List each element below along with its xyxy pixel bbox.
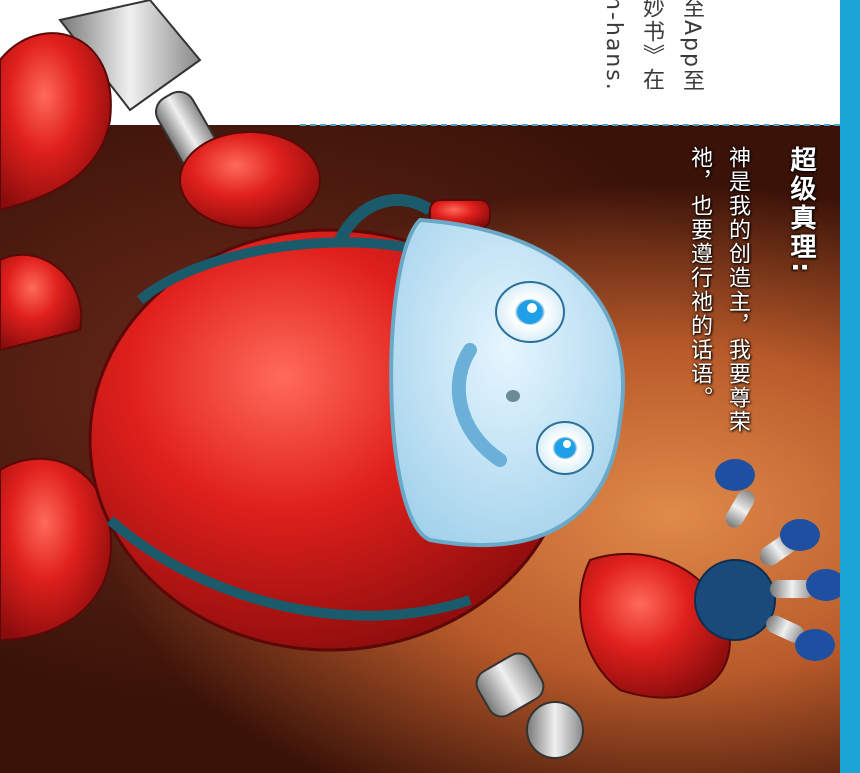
- robot-eye-right: [536, 421, 594, 475]
- verse-line-2: 祂，也要遵行祂的话语。: [687, 146, 712, 410]
- robot-upper-arm: [0, 0, 321, 229]
- dashed-divider: [300, 124, 840, 126]
- side-text-line-2: 妙书》在: [639, 0, 664, 92]
- robot-fingers: [715, 459, 846, 661]
- verse-block: 超级真理: 神是我的创造主，我要尊荣 祂，也要遵行祂的话语。: [677, 146, 820, 434]
- verse-line-1: 神是我的创造主，我要尊荣: [725, 146, 750, 434]
- robot-face: [389, 217, 626, 547]
- side-text-line-1: 至App至: [679, 0, 704, 93]
- robot-eye-left: [495, 281, 565, 343]
- verse-title: 超级真理:: [786, 146, 816, 276]
- robot-lower-limb: [0, 253, 112, 642]
- robot-nose: [506, 390, 520, 402]
- robot-smile: [451, 343, 507, 467]
- accent-strip: [840, 0, 860, 773]
- robot-hand: [475, 459, 846, 759]
- side-text-line-3: n-hans.: [601, 0, 626, 92]
